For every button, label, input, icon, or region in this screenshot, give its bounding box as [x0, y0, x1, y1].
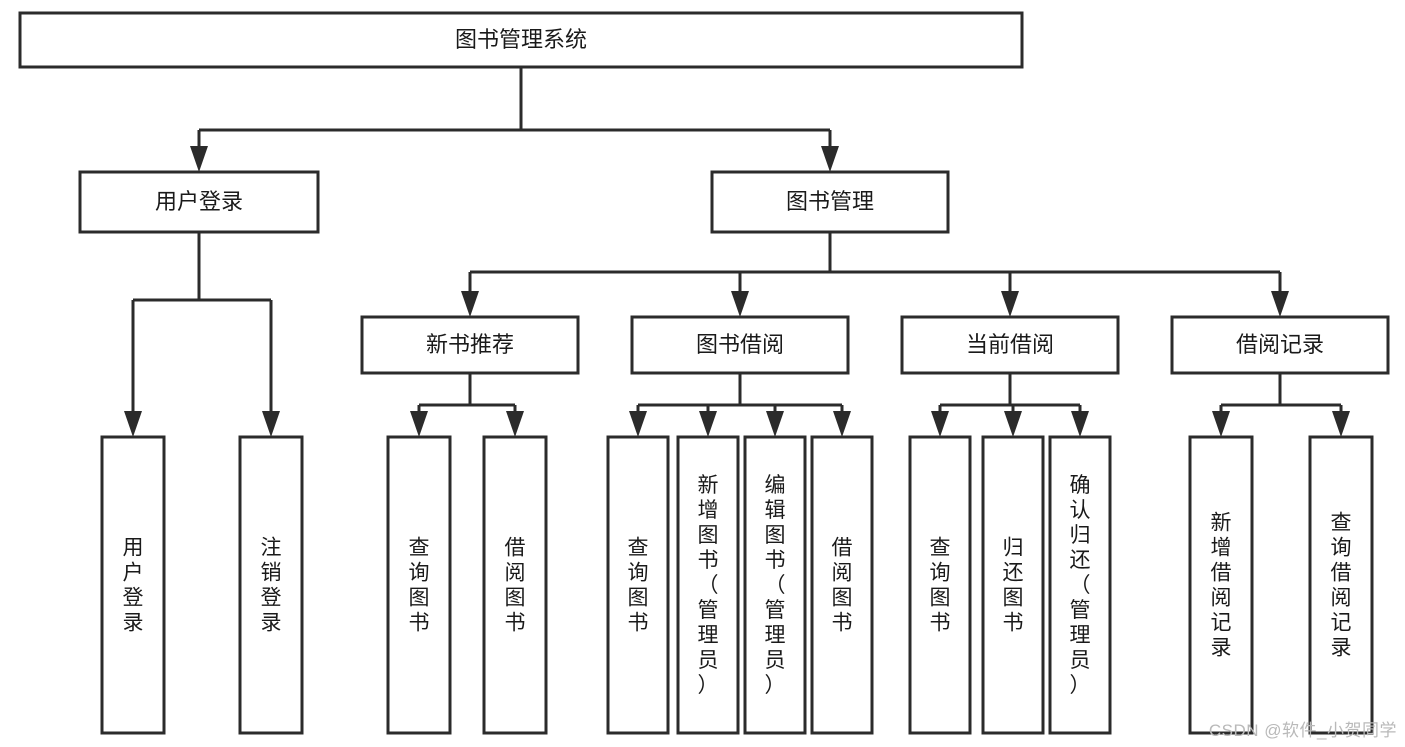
arrow-head-icon — [1271, 291, 1289, 317]
node-leaf-add-record[interactable]: 新增借阅记录 — [1188, 435, 1254, 735]
node-label: 借阅记录 — [1236, 332, 1324, 357]
connector-group-new-book-rec — [410, 373, 524, 437]
node-box[interactable] — [482, 435, 548, 735]
node-box[interactable] — [1170, 315, 1390, 375]
node-label: 图书管理系统 — [455, 27, 587, 52]
node-leaf-add-book[interactable]: 新增图书（管理员） — [676, 435, 740, 735]
arrow-head-icon — [1212, 411, 1230, 437]
node-box[interactable] — [710, 170, 950, 234]
arrow-head-icon — [833, 411, 851, 437]
arrow-head-icon — [629, 411, 647, 437]
node-label: 查询图书 — [628, 537, 649, 635]
node-box[interactable] — [908, 435, 972, 735]
node-box[interactable] — [78, 170, 320, 234]
node-leaf-user-logout[interactable]: 注销登录 — [238, 435, 304, 735]
node-label: 查询图书 — [930, 537, 951, 635]
node-box[interactable] — [676, 435, 740, 735]
node-box[interactable] — [630, 315, 850, 375]
arrow-head-icon — [699, 411, 717, 437]
arrow-head-icon — [190, 146, 208, 172]
node-borrow-record[interactable]: 借阅记录 — [1170, 315, 1390, 375]
node-leaf-user-login[interactable]: 用户登录 — [100, 435, 166, 735]
node-label: 新书推荐 — [426, 332, 514, 357]
node-box[interactable] — [1308, 435, 1374, 735]
node-label: 借阅图书 — [832, 537, 853, 635]
node-current-borrow[interactable]: 当前借阅 — [900, 315, 1120, 375]
node-box[interactable] — [606, 435, 670, 735]
node-new-book-rec[interactable]: 新书推荐 — [360, 315, 580, 375]
connector-group-current-borrow — [931, 373, 1089, 437]
node-leaf-return-book[interactable]: 归还图书 — [981, 435, 1045, 735]
arrow-head-icon — [1071, 411, 1089, 437]
arrow-head-icon — [1332, 411, 1350, 437]
arrow-head-icon — [766, 411, 784, 437]
node-label: 归还图书 — [1003, 537, 1024, 635]
node-leaf-borrow-book-2[interactable]: 借阅图书 — [810, 435, 874, 735]
node-box[interactable] — [981, 435, 1045, 735]
connector-group-book-manage — [461, 232, 1289, 317]
node-box[interactable] — [900, 315, 1120, 375]
node-label: 图书借阅 — [696, 332, 784, 357]
node-box[interactable] — [810, 435, 874, 735]
node-leaf-confirm-return[interactable]: 确认归还（管理员） — [1048, 435, 1112, 735]
arrow-head-icon — [262, 411, 280, 437]
node-box[interactable] — [743, 435, 807, 735]
node-root-system[interactable]: 图书管理系统 — [18, 11, 1024, 69]
node-box[interactable] — [1048, 435, 1112, 735]
csdn-watermark: CSDN @软件_小贺同学 — [1208, 721, 1397, 740]
node-label: 当前借阅 — [966, 332, 1054, 357]
arrow-head-icon — [461, 291, 479, 317]
node-box[interactable] — [386, 435, 452, 735]
connector-group-user-login — [124, 232, 280, 437]
node-leaf-borrow-book-1[interactable]: 借阅图书 — [482, 435, 548, 735]
node-box[interactable] — [100, 435, 166, 735]
node-leaf-query-book-2[interactable]: 查询图书 — [606, 435, 670, 735]
connector-group-book-borrow — [629, 373, 851, 437]
node-box[interactable] — [18, 11, 1024, 69]
arrow-head-icon — [931, 411, 949, 437]
node-label: 用户登录 — [155, 189, 243, 214]
node-label: 确认归还（管理员） — [1070, 474, 1091, 697]
node-label: 查询借阅记录 — [1331, 512, 1352, 660]
arrow-head-icon — [506, 411, 524, 437]
arrow-head-icon — [1001, 291, 1019, 317]
node-box[interactable] — [360, 315, 580, 375]
node-box[interactable] — [238, 435, 304, 735]
node-leaf-query-book-3[interactable]: 查询图书 — [908, 435, 972, 735]
node-leaf-query-record[interactable]: 查询借阅记录 — [1308, 435, 1374, 735]
arrow-head-icon — [821, 146, 839, 172]
node-user-login[interactable]: 用户登录 — [78, 170, 320, 234]
arrow-head-icon — [124, 411, 142, 437]
node-leaf-query-book-1[interactable]: 查询图书 — [386, 435, 452, 735]
node-leaf-edit-book[interactable]: 编辑图书（管理员） — [743, 435, 807, 735]
arrow-head-icon — [731, 291, 749, 317]
connector-group-root — [190, 67, 839, 172]
node-label: 编辑图书（管理员） — [765, 474, 786, 697]
node-label: 新增图书（管理员） — [698, 474, 719, 697]
node-label: 查询图书 — [409, 537, 430, 635]
connector-group-borrow-record — [1212, 373, 1350, 437]
node-label: 注销登录 — [261, 537, 282, 635]
node-book-manage[interactable]: 图书管理 — [710, 170, 950, 234]
arrow-head-icon — [1004, 411, 1022, 437]
arrow-head-icon — [410, 411, 428, 437]
node-label: 借阅图书 — [505, 537, 526, 635]
node-box[interactable] — [1188, 435, 1254, 735]
node-label: 用户登录 — [123, 537, 144, 635]
node-label: 图书管理 — [786, 189, 874, 214]
node-book-borrow[interactable]: 图书借阅 — [630, 315, 850, 375]
node-label: 新增借阅记录 — [1211, 512, 1232, 660]
